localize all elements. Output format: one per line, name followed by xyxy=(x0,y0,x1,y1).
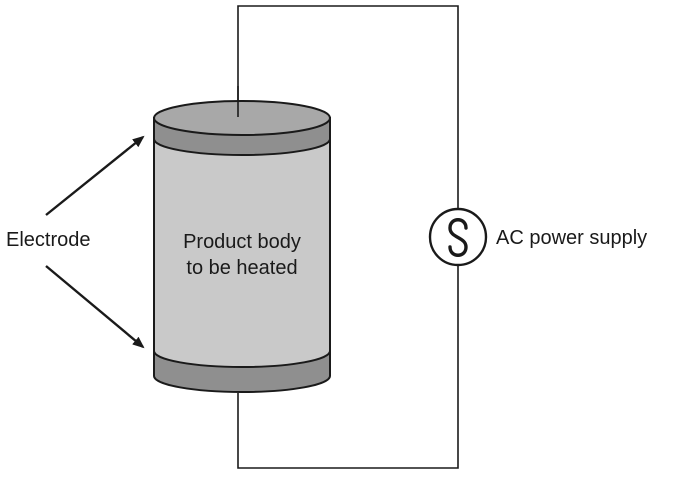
electrode-label: Electrode xyxy=(6,229,91,251)
product-cylinder xyxy=(153,100,331,393)
bottom-wire xyxy=(237,265,459,469)
bottom-electrode xyxy=(153,350,331,393)
product-label-line1: Product body xyxy=(183,231,301,253)
top-electrode xyxy=(153,100,331,136)
arrow-icon xyxy=(45,265,145,349)
product-label-line2: to be heated xyxy=(186,257,297,279)
arrow-icon xyxy=(45,135,145,216)
ac-supply-label: AC power supply xyxy=(496,227,647,249)
sine-wave-circle-icon xyxy=(428,207,488,267)
top-wire xyxy=(237,5,459,209)
circuit-wire xyxy=(237,5,459,469)
